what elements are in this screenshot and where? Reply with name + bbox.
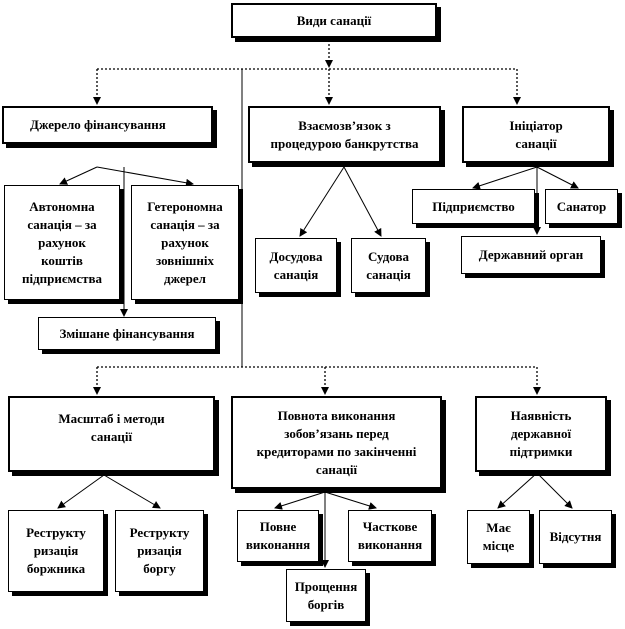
node-pretrial: Досудова санація (255, 238, 337, 293)
node-absent: Відсутня (539, 510, 612, 564)
connector-completeness-partial (324, 491, 377, 510)
node-pretrial-label: Досудова санація (269, 248, 323, 282)
node-judicial-label: Судова санація (366, 248, 411, 282)
node-autonomous-label: Автономна санація – за рахунок коштів пі… (21, 198, 103, 286)
node-initiator: Ініціатор санації (462, 106, 610, 163)
node-autonomous: Автономна санація – за рахунок коштів пі… (4, 185, 120, 300)
node-completeness-label: Повнота виконання зобов’язань перед кред… (256, 407, 417, 477)
connector-completeness-full (274, 491, 326, 510)
node-sanator-label: Санатор (556, 198, 607, 214)
node-state-support-label: Наявність державної підтримки (509, 408, 573, 459)
connector-scale-debt (103, 474, 161, 509)
connector-initiator-enterprise (472, 166, 538, 190)
node-forgiveness-label: Прощення боргів (294, 578, 358, 612)
node-present-label: Має місце (482, 520, 515, 553)
node-debtor-restructuring-label: Реструкту ризація боржника (26, 525, 86, 576)
connector-funding-autonomous (59, 166, 98, 185)
node-root: Види санації (231, 3, 437, 38)
node-mixed: Змішане фінансування (38, 317, 216, 350)
node-scale: Масштаб і методи санації (8, 396, 215, 472)
node-relation-label: Взаємозв’язок з процедурою банкрутства (270, 117, 419, 151)
node-funding: Джерело фінансування (2, 106, 213, 144)
node-debt-restructuring: Реструкту ризація боргу (115, 510, 204, 592)
node-judicial: Судова санація (351, 238, 426, 293)
node-completeness: Повнота виконання зобов’язань перед кред… (231, 396, 442, 489)
node-full-execution-label: Повне виконання (245, 519, 311, 552)
node-enterprise: Підприємство (412, 189, 535, 224)
node-absent-label: Відсутня (549, 529, 602, 544)
node-present: Має місце (467, 510, 530, 564)
node-enterprise-label: Підприємство (432, 198, 515, 214)
node-heteronomous-label: Гетерономна санація – за рахунок зовнішн… (147, 198, 223, 286)
connector-support-present (497, 472, 538, 509)
connector-initiator-sanator (536, 166, 579, 189)
node-partial-execution: Часткове виконання (348, 510, 432, 562)
node-scale-label: Масштаб і методи санації (58, 411, 165, 444)
node-state-body: Державний орган (461, 236, 601, 274)
node-state-support: Наявність державної підтримки (475, 396, 607, 472)
connector-funding-heteronomous (96, 166, 194, 187)
node-initiator-label: Ініціатор санації (509, 117, 563, 151)
node-forgiveness: Прощення боргів (286, 569, 366, 622)
connector-support-absent (536, 472, 573, 509)
node-mixed-label: Змішане фінансування (59, 325, 195, 341)
node-relation: Взаємозв’язок з процедурою банкрутства (248, 106, 441, 163)
node-debtor-restructuring: Реструкту ризація боржника (8, 510, 104, 592)
node-heteronomous: Гетерономна санація – за рахунок зовнішн… (131, 185, 239, 300)
node-partial-execution-label: Часткове виконання (357, 519, 423, 552)
connector-relation-judicial (343, 166, 382, 237)
node-debt-restructuring-label: Реструкту ризація боргу (129, 525, 190, 576)
node-sanator: Санатор (545, 189, 618, 224)
node-funding-label: Джерело фінансування (30, 117, 166, 132)
node-state-body-label: Державний орган (478, 247, 584, 262)
connector-scale-debtor (57, 474, 105, 509)
connector-relation-pretrial (299, 166, 345, 237)
node-full-execution: Повне виконання (237, 510, 319, 562)
node-root-label: Види санації (296, 12, 372, 28)
